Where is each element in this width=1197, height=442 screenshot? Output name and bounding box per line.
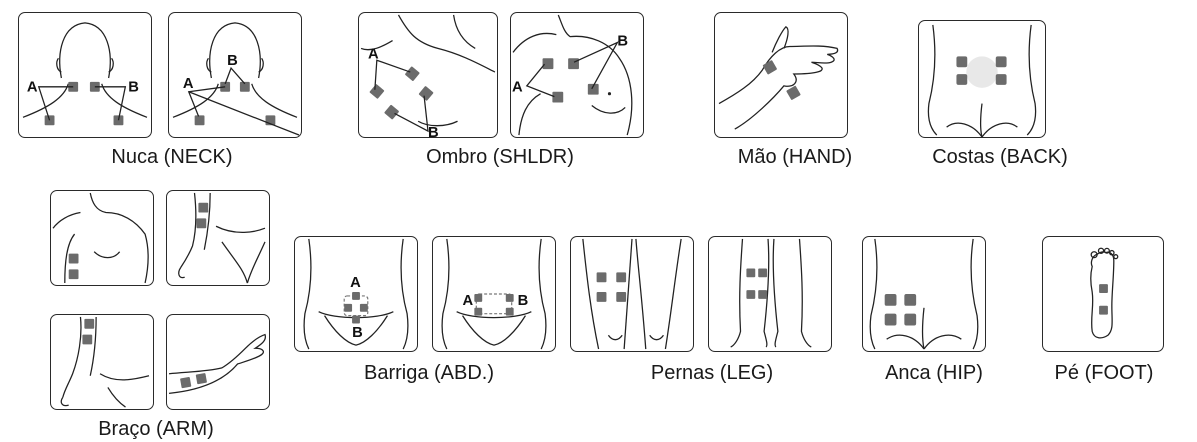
marker-b: B xyxy=(518,293,529,309)
leg-diagram-2 xyxy=(708,236,832,352)
marker-b: B xyxy=(128,80,139,96)
neck-illustration-2: B A xyxy=(169,13,301,137)
electrode-pad xyxy=(616,272,626,282)
electrode-pad xyxy=(418,86,433,101)
abdomen-illustration-1: A B xyxy=(295,237,417,351)
electrode-pad xyxy=(344,304,352,312)
arm-diagram-2 xyxy=(166,190,270,286)
abdomen-diagram-2: A B xyxy=(432,236,556,352)
marker-a: A xyxy=(368,46,379,62)
arm-illustration-3 xyxy=(51,315,153,409)
electrode-pad xyxy=(762,60,777,75)
caption-hip: Anca (HIP) xyxy=(854,362,1014,384)
marker-b: B xyxy=(352,325,363,341)
electrode-pad xyxy=(597,292,607,302)
leg-illustration-2 xyxy=(709,237,831,351)
electrode-pad xyxy=(352,316,360,324)
neck-diagram-1: A B xyxy=(18,12,152,138)
electrode-pad xyxy=(69,269,79,279)
electrode-pad xyxy=(352,292,360,300)
marker-b: B xyxy=(617,33,628,49)
electrode-pad xyxy=(746,268,755,277)
neck-illustration-1: A B xyxy=(19,13,151,137)
electrode-pad xyxy=(885,314,897,326)
marker-a: A xyxy=(350,275,361,291)
arm-diagram-4 xyxy=(166,314,270,410)
electrode-pad xyxy=(996,56,1007,67)
abdomen-diagram-1: A B xyxy=(294,236,418,352)
caption-arm: Braço (ARM) xyxy=(66,418,246,440)
caption-abdomen: Barriga (ABD.) xyxy=(344,362,514,384)
electrode-pad xyxy=(180,377,191,388)
electrode-pad xyxy=(82,335,92,345)
marker-a: A xyxy=(463,293,474,309)
caption-hand: Mão (HAND) xyxy=(710,146,880,168)
electrode-pad xyxy=(904,314,916,326)
arm-diagram-1 xyxy=(50,190,154,286)
hip-diagram xyxy=(862,236,986,352)
electrode-pad xyxy=(885,294,897,306)
caption-shoulder: Ombro (SHLDR) xyxy=(400,146,600,168)
electrode-pad xyxy=(506,308,514,316)
electrode-pad xyxy=(996,74,1007,85)
neck-diagram-2: B A xyxy=(168,12,302,138)
foot-diagram xyxy=(1042,236,1164,352)
arm-illustration-1 xyxy=(51,191,153,285)
electrode-pad xyxy=(956,56,967,67)
caption-neck: Nuca (NECK) xyxy=(82,146,262,168)
marker-b: B xyxy=(227,53,238,69)
back-illustration xyxy=(919,21,1045,137)
electrode-pad xyxy=(196,218,206,228)
arm-illustration-4 xyxy=(167,315,269,409)
electrode-pad xyxy=(758,290,767,299)
shoulder-diagram-1: A B xyxy=(358,12,498,138)
electrode-pad xyxy=(597,272,607,282)
electrode-pad xyxy=(758,268,767,277)
foot-illustration xyxy=(1043,237,1163,351)
marker-a: A xyxy=(512,80,523,96)
marker-a: A xyxy=(183,76,194,92)
electrode-pad xyxy=(474,308,482,316)
electrode-pad xyxy=(543,58,554,69)
electrode-pad xyxy=(904,294,916,306)
electrode-pad xyxy=(1099,306,1108,315)
arm-diagram-3 xyxy=(50,314,154,410)
electrode-pad xyxy=(506,294,514,302)
electrode-pad xyxy=(786,86,801,101)
shoulder-illustration-1: A B xyxy=(359,13,497,137)
abdomen-illustration-2: A B xyxy=(433,237,555,351)
electrode-pad xyxy=(568,58,579,69)
electrode-pad xyxy=(405,66,420,81)
electrode-pad xyxy=(384,104,399,119)
electrode-pad xyxy=(196,373,207,384)
caption-back: Costas (BACK) xyxy=(910,146,1090,168)
electrode-pad xyxy=(360,304,368,312)
electrode-pad xyxy=(198,203,208,213)
leg-illustration-1 xyxy=(571,237,693,351)
caption-foot: Pé (FOOT) xyxy=(1024,362,1184,384)
shoulder-illustration-2: A B xyxy=(511,13,643,137)
marker-a: A xyxy=(27,80,38,96)
leg-diagram-1 xyxy=(570,236,694,352)
electrode-pad xyxy=(84,319,94,329)
arm-illustration-2 xyxy=(167,191,269,285)
electrode-pad xyxy=(69,254,79,264)
hip-illustration xyxy=(863,237,985,351)
marker-b: B xyxy=(428,125,439,137)
electrode-pad xyxy=(616,292,626,302)
back-diagram xyxy=(918,20,1046,138)
electrode-pad xyxy=(1099,284,1108,293)
shoulder-diagram-2: A B xyxy=(510,12,644,138)
hand-illustration xyxy=(715,13,847,137)
electrode-pad xyxy=(195,115,205,125)
electrode-pad xyxy=(369,84,384,99)
caption-leg: Pernas (LEG) xyxy=(622,362,802,384)
hand-diagram xyxy=(714,12,848,138)
electrode-pad xyxy=(474,294,482,302)
electrode-pad xyxy=(746,290,755,299)
electrode-pad xyxy=(956,74,967,85)
